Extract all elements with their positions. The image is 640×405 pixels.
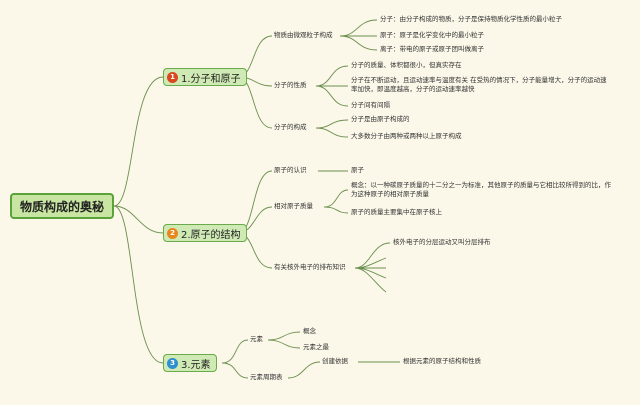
number-badge-icon: 1 bbox=[167, 71, 178, 83]
leaf-label[interactable]: 原子的质量主要集中在原子核上 bbox=[351, 208, 442, 216]
leaf-label[interactable]: 元素之最 bbox=[303, 343, 329, 351]
branch-label[interactable]: 物质由微观粒子构成 bbox=[274, 31, 333, 39]
leaf-label[interactable]: 分子在不断运动，且运动速率与温度有关 在受热的情况下，分子能量增大，分子的运动速… bbox=[351, 76, 607, 93]
topic-label: 2.原子的结构 bbox=[181, 229, 241, 241]
topic-elements[interactable]: 3 3.元素 bbox=[163, 354, 217, 372]
topic-atom-structure[interactable]: 2 2.原子的结构 bbox=[163, 224, 247, 242]
root-node[interactable]: 物质构成的奥秘 bbox=[10, 193, 114, 219]
topic-label: 3.元素 bbox=[181, 359, 211, 371]
branch-label[interactable]: 分子的性质 bbox=[274, 81, 307, 89]
leaf-label[interactable]: 创建依据 bbox=[322, 357, 348, 365]
leaf-label[interactable]: 分子是由原子构成的 bbox=[351, 115, 410, 123]
number-badge-icon: 3 bbox=[167, 357, 178, 369]
leaf-label[interactable]: 根据元素的原子结构和性质 bbox=[403, 357, 481, 365]
number-badge-icon: 2 bbox=[167, 227, 178, 239]
leaf-label[interactable]: 大多数分子由两种或两种以上原子构成 bbox=[351, 132, 462, 140]
branch-label[interactable]: 相对原子质量 bbox=[274, 202, 313, 210]
leaf-label[interactable]: 分子的质量、体积都很小，但真实存在 bbox=[351, 61, 462, 69]
leaf-label[interactable]: 分子：由分子构成的物质，分子是保持物质化学性质的最小粒子 bbox=[380, 15, 562, 23]
branch-label[interactable]: 元素周期表 bbox=[250, 373, 283, 381]
leaf-label[interactable]: 原子 bbox=[351, 166, 364, 174]
branch-label[interactable]: 有关核外电子的排布知识 bbox=[274, 263, 346, 271]
leaf-label[interactable]: 原子：原子是化学变化中的最小粒子 bbox=[380, 31, 484, 39]
leaf-label[interactable]: 分子间有间隔 bbox=[351, 101, 390, 109]
leaf-label[interactable]: 概念 bbox=[303, 327, 316, 335]
leaf-label[interactable]: 离子：带电的原子或原子团叫做离子 bbox=[380, 45, 484, 53]
topic-molecules-atoms[interactable]: 1 1.分子和原子 bbox=[163, 68, 247, 86]
branch-label[interactable]: 分子的构成 bbox=[274, 123, 307, 131]
leaf-label[interactable]: 概念：以一种碳原子质量的十二分之一为标准，其他原子的质量与它相比较所得到的比，作… bbox=[351, 181, 611, 198]
topic-label: 1.分子和原子 bbox=[181, 73, 241, 85]
branch-label[interactable]: 元素 bbox=[250, 335, 263, 343]
branch-label[interactable]: 原子的认识 bbox=[274, 166, 307, 174]
leaf-label[interactable]: 核外电子的分层运动又叫分层排布 bbox=[393, 238, 491, 246]
